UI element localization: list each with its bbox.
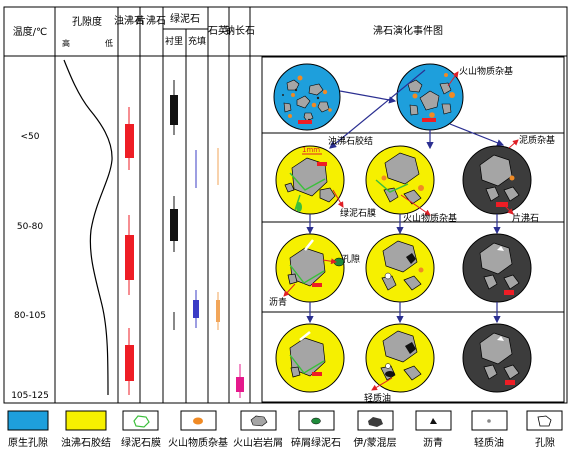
laumontite-cement-annotation: 浊沸石胶结: [328, 135, 373, 147]
laumontite-header: 浊沸石: [114, 14, 144, 27]
stage2-argillaceous-disc: [462, 145, 532, 215]
albite-bar: [236, 377, 244, 392]
legend-label: 孔隙: [535, 436, 555, 449]
chlorite-filling-header: 充填: [188, 35, 206, 47]
stage-label: 50-80: [17, 222, 43, 232]
stage3-laumontite-disc: [275, 233, 345, 303]
legend-item-bitumen: 沥青: [415, 410, 452, 449]
quartz-header: 石英: [208, 24, 228, 37]
green-outline-shape-icon: [133, 415, 150, 428]
legend-label: 碎屑绿泥石: [291, 436, 341, 449]
legend: 原生孔隙 浊沸石胶结 绿泥石膜 火山物质杂基 火山岩岩屑 碎屑绿泥石: [7, 410, 563, 449]
chlorite-header: 绿泥石: [170, 12, 200, 25]
table-frame: [3, 6, 568, 404]
chlorite-lining-bar: [170, 95, 178, 125]
laumontite-bar: [125, 345, 134, 381]
black-bitumen-blob-icon: [430, 418, 437, 424]
legend-label: 轻质油: [474, 436, 504, 449]
events-panel-frame: [261, 56, 565, 403]
pore-outline-icon: [537, 415, 552, 427]
chlorite-film-annotation: 绿泥石膜: [340, 207, 376, 219]
legend-item-pore: 孔隙: [526, 410, 563, 449]
chlorite-filling-bar: [193, 300, 199, 318]
legend-item-mixed-layer: 伊/蒙混层: [353, 410, 397, 449]
bitumen-annotation: 沥青: [269, 296, 287, 308]
blue-fill-swatch-icon: [7, 410, 49, 431]
legend-item-chlorite-film: 绿泥石膜: [121, 410, 161, 449]
heulandite-header: 片沸石: [136, 14, 166, 27]
stage3-argillaceous-disc: [462, 233, 532, 303]
light-oil-annotation: 轻质油: [364, 392, 391, 404]
pore-annotation: 孔隙: [342, 253, 360, 265]
stage2-chlorite-disc: [365, 145, 435, 215]
yellow-fill-swatch-icon: [65, 410, 107, 431]
legend-label: 伊/蒙混层: [353, 436, 396, 449]
legend-item-volcanic-matrix: 火山物质杂基: [168, 410, 228, 449]
stage2-laumontite-disc: [275, 145, 345, 215]
stage1-primary-pore-disc: [273, 63, 341, 131]
stage1-volcanic-matrix-disc: [396, 63, 464, 131]
stage4-argillaceous-disc: [462, 323, 532, 393]
temperature-stages: <50 50-80 80-105 105-125: [11, 132, 49, 401]
legend-label: 浊沸石胶结: [61, 436, 111, 449]
porosity-high-label: 高: [62, 38, 70, 48]
scale-bar-label: 1mm: [302, 146, 320, 154]
porosity-curve: [63, 59, 113, 396]
gray-rock-fragment-icon: [250, 415, 268, 427]
legend-label: 沥青: [423, 436, 443, 449]
white-oil-dot-icon: [487, 419, 491, 423]
laumontite-bar: [125, 124, 134, 158]
heulandite-annotation: 片沸石: [512, 212, 539, 224]
legend-item-light-oil: 轻质油: [471, 410, 508, 449]
green-chlorite-blob-icon: [311, 417, 321, 425]
temperature-header: 温度/℃: [13, 25, 48, 38]
stage-label: 105-125: [11, 391, 49, 401]
porosity-header: 孔隙度: [72, 15, 102, 28]
legend-label: 绿泥石膜: [121, 436, 161, 449]
stage4-laumontite-disc: [275, 323, 345, 393]
stage3-chlorite-disc: [365, 233, 435, 303]
legend-item-laumontite: 浊沸石胶结: [61, 410, 111, 449]
volcanic-matrix-annotation: 火山物质杂基: [459, 65, 513, 77]
orange-blob-icon: [193, 417, 203, 425]
quartz-bar: [216, 300, 220, 322]
mineral-bars: [125, 80, 244, 398]
stage-label: <50: [21, 132, 40, 142]
dark-mixed-layer-blob-icon: [368, 417, 383, 427]
table-header: 温度/℃ 孔隙度 高 低 浊沸石 片沸石 绿泥石 衬里 充填 石英 钠长石 沸石…: [13, 12, 443, 48]
chlorite-lining-bar: [170, 209, 178, 241]
laumontite-bar: [125, 235, 134, 280]
legend-item-primary-pore: 原生孔隙: [7, 410, 49, 449]
legend-label: 火山物质杂基: [168, 436, 228, 449]
volcanic-matrix-annotation-2: 火山物质杂基: [403, 212, 457, 224]
chlorite-lining-header: 衬里: [165, 35, 183, 47]
porosity-low-label: 低: [105, 38, 113, 48]
legend-item-clastic-chlorite: 碎屑绿泥石: [291, 410, 341, 449]
legend-label: 原生孔隙: [8, 436, 48, 449]
stage-label: 80-105: [14, 311, 46, 321]
legend-label: 火山岩岩屑: [233, 436, 283, 449]
albite-header: 钠长石: [225, 24, 255, 37]
events-header: 沸石演化事件图: [373, 24, 443, 37]
legend-item-volcanic-fragment: 火山岩岩屑: [233, 410, 283, 449]
stage4-chlorite-disc: [365, 323, 435, 393]
argillaceous-matrix-annotation: 泥质杂基: [519, 134, 555, 146]
